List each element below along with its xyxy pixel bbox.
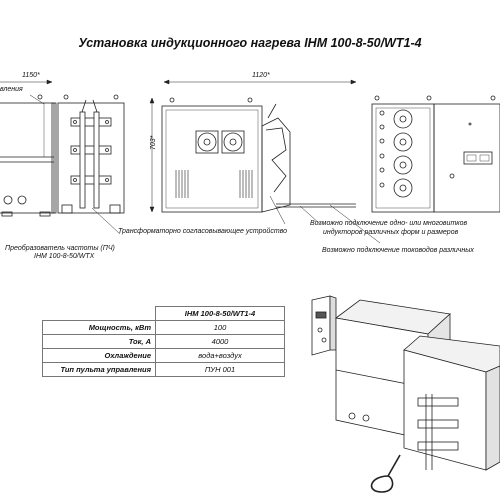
dim-height: 703* <box>150 135 157 150</box>
front-view-left <box>0 94 57 217</box>
spec-value: ПУН 001 <box>155 362 285 377</box>
label-panel: вления <box>0 86 23 93</box>
spec-value: 100 <box>155 320 285 335</box>
front-view-right <box>57 94 125 214</box>
spec-value: 4000 <box>155 334 285 349</box>
table-row: Ток, А 4000 <box>42 334 285 349</box>
label-current-leads: Возможно подключение тоководов различных <box>322 247 474 254</box>
dim-width-left: 1150* <box>22 72 40 79</box>
label-converter-line2: ІНМ 100-8-50/WTX <box>34 253 95 260</box>
leader-lines <box>29 94 381 244</box>
label-transformer: Трансформаторно согласовывающее устройст… <box>118 228 288 235</box>
rear-view-left <box>371 95 435 213</box>
side-view <box>161 97 356 213</box>
label-converter-line1: Преобразователь частоты (ПЧ) <box>5 245 115 252</box>
label-inductors-line1: Возможно подключение одно- или многовитк… <box>310 220 468 227</box>
table-row: Тип пульта управления ПУН 001 <box>42 362 285 377</box>
table-header-row: ІНМ 100-8-50/WT1-4 <box>43 306 285 321</box>
dimension-lines <box>0 79 357 213</box>
spec-key: Мощность, кВт <box>42 320 156 335</box>
spec-value: вода+воздух <box>155 348 285 363</box>
specs-table: ІНМ 100-8-50/WT1-4 Мощность, кВт 100 Ток… <box>42 306 285 377</box>
spec-key: Охлаждение <box>42 348 156 363</box>
table-row: Мощность, кВт 100 <box>42 320 285 335</box>
spec-key: Ток, А <box>42 334 156 349</box>
isometric-view <box>311 295 500 493</box>
table-row: Охлаждение вода+воздух <box>42 348 285 363</box>
spec-key: Тип пульта управления <box>42 362 156 377</box>
label-inductors-line2: индукторов различных форм и размеров <box>323 229 459 236</box>
dim-width-mid: 1120* <box>252 72 270 79</box>
rear-view-right <box>433 95 500 213</box>
page-title: Установка индукционного нагрева ІНМ 100-… <box>78 36 422 50</box>
model-header: ІНМ 100-8-50/WT1-4 <box>155 306 285 321</box>
